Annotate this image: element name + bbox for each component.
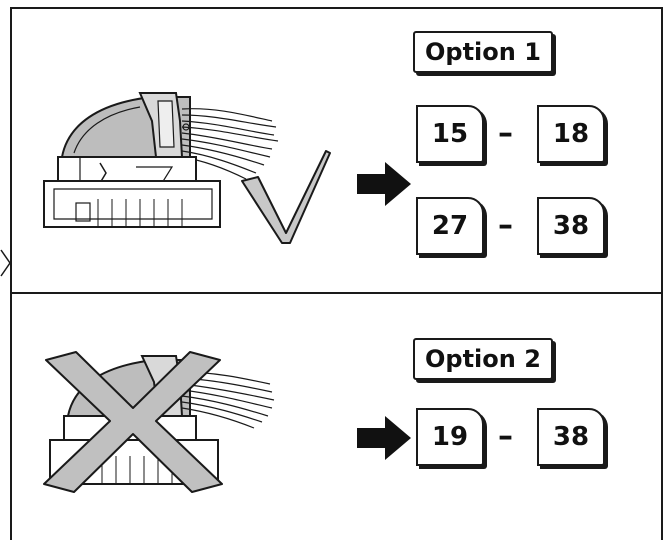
cross-mark-icon [43,351,223,493]
option-1-panel: Option 1 15 – 18 27 – 38 [10,7,663,294]
range-separator: – [498,419,513,454]
arrow-right-icon [357,162,411,206]
range-separator: – [498,208,513,243]
connector-icon [43,92,279,228]
check-mark-icon [241,150,331,244]
option-2-range-1-end: 38 [537,408,605,466]
option-1-range-2-start: 27 [416,197,484,255]
option-1-label: Option 1 [413,31,553,73]
option-1-range-1-start: 15 [416,105,484,163]
option-2-label: Option 2 [413,338,553,380]
option-2-range-1-start: 19 [416,408,484,466]
option-2-panel: Option 2 19 – 38 [10,292,663,540]
option-1-range-1-end: 18 [537,105,605,163]
arrow-right-icon [357,416,411,460]
option-1-range-2-end: 38 [537,197,605,255]
range-separator: – [498,116,513,151]
